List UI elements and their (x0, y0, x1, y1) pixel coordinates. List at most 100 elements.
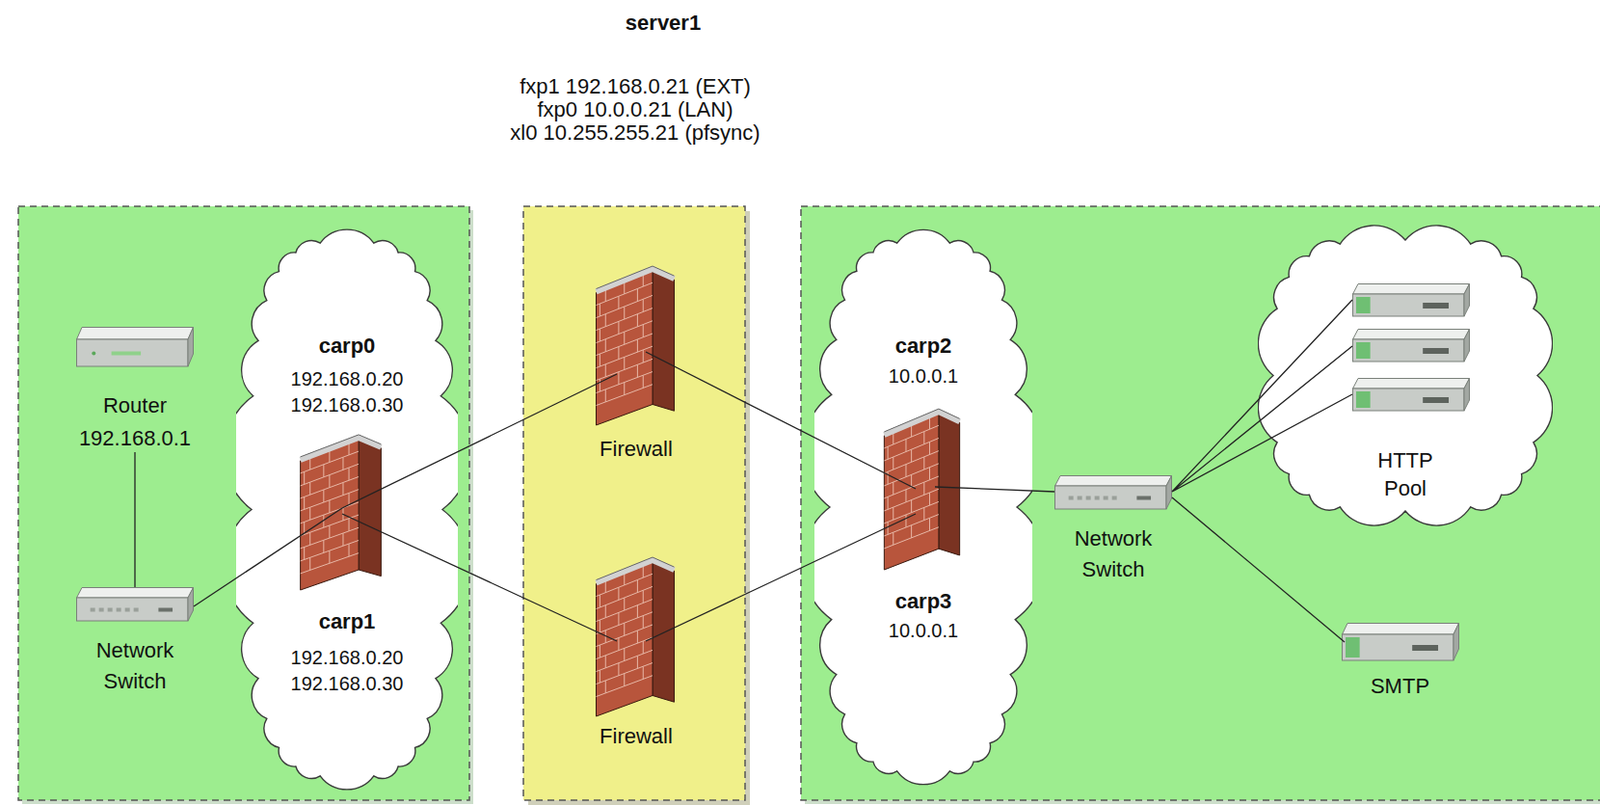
router-node: Router 192.168.0.1 (67, 322, 203, 454)
mortar-joint (599, 619, 601, 633)
device-top (77, 327, 194, 341)
interface-name: carp3 (895, 589, 953, 614)
mortar-joint (328, 500, 330, 513)
node-label: Network Switch (86, 635, 184, 697)
mortar-joint (322, 464, 324, 478)
wall-cap-edge (596, 557, 675, 581)
text-slot: HTTP Pool (1257, 446, 1553, 503)
icon-holder (591, 556, 679, 722)
wall-cap-edge (300, 434, 382, 457)
mortar-joint (309, 506, 311, 520)
server-icon (1352, 328, 1470, 363)
device-top (1055, 476, 1173, 487)
server-icon (1352, 283, 1470, 318)
device-top (1353, 329, 1470, 341)
mortar-joint (637, 364, 639, 377)
mortar-joint (642, 666, 644, 679)
icon-holder (295, 433, 386, 596)
wall-side (652, 269, 675, 411)
device-side (1166, 476, 1173, 510)
ip-address: 10.0.0.1 (888, 365, 959, 387)
node-label: Firewall (599, 724, 673, 748)
firewall-icon (295, 433, 386, 592)
device-side (187, 327, 194, 368)
mortar-joint (929, 492, 931, 506)
mortar-joint (642, 589, 644, 603)
mortar-joint (923, 507, 925, 521)
mortar-joint (348, 518, 350, 532)
wall-front (300, 438, 359, 590)
mortar-joint (599, 328, 601, 342)
mortar-joint (342, 533, 344, 546)
mortar-joint (617, 586, 619, 600)
device-side (1464, 378, 1470, 412)
mortar-joint (605, 364, 607, 377)
mortar-joint (923, 431, 925, 445)
mortar-joint (322, 514, 324, 528)
text-slot: Router (67, 394, 203, 418)
switch-node: Network Switch (1040, 472, 1186, 584)
mortar-joint (892, 506, 894, 520)
mortar-joint (303, 521, 305, 534)
text-slot: Network Switch (62, 635, 208, 697)
mortar-joint (342, 482, 344, 496)
mortar-joint (605, 314, 607, 327)
node-label: HTTP Pool (1366, 446, 1444, 503)
mortar-joint (637, 580, 639, 593)
wall-front (596, 269, 654, 426)
wall-cap (883, 411, 960, 435)
mortar-joint (905, 464, 907, 478)
wall-side (938, 412, 960, 556)
device-front (1055, 485, 1168, 509)
icon-holder (880, 407, 964, 576)
node-label: 192.168.0.1 (79, 426, 191, 451)
device-front (1342, 634, 1455, 661)
mortar-joint (342, 507, 344, 521)
text-slot: carp1 (236, 610, 458, 634)
device-side (1464, 329, 1470, 363)
text-slot: Firewall (568, 724, 704, 748)
wall-side (358, 438, 381, 577)
text-slot: fxp0 10.0.0.21 (LAN) (346, 98, 925, 122)
mortar-joint (623, 306, 625, 320)
port (1086, 496, 1092, 501)
mortar-joint (905, 439, 907, 453)
ip-address: 192.168.0.20 192.168.0.30 (284, 644, 410, 697)
mortar-joint (599, 378, 601, 392)
status-panel (1356, 296, 1371, 314)
mortar-joint (623, 331, 625, 345)
mortar-joint (892, 532, 894, 545)
mortar-joint (637, 314, 639, 327)
panel (158, 608, 173, 613)
mortar-joint (348, 467, 350, 480)
mortar-joint (303, 496, 305, 509)
switch-icon (76, 586, 194, 622)
drive-bay (1422, 302, 1449, 309)
mortar-joint (929, 467, 931, 480)
carp-cloud: carp0192.168.0.20 192.168.0.30carp1192.1… (236, 226, 458, 793)
network-link (1172, 497, 1345, 642)
mortar-joint (623, 356, 625, 370)
mortar-joint (605, 630, 607, 643)
server-icon (1341, 622, 1460, 662)
mortar-joint (599, 303, 601, 317)
mortar-joint (637, 605, 639, 618)
firewall-node: Firewall (568, 260, 704, 468)
mortar-joint (303, 546, 305, 560)
text-slot: carp2 (814, 334, 1033, 358)
text-slot: 10.0.0.1 (814, 365, 1033, 387)
status-light (91, 351, 96, 356)
mortar-joint (348, 543, 350, 557)
icon-holder (1341, 622, 1460, 666)
icon-holder (591, 265, 679, 431)
mortar-joint (617, 638, 619, 651)
wall-cap (596, 268, 675, 293)
device-top (77, 587, 194, 599)
mortar-joint (322, 489, 324, 503)
mortar-joint (309, 532, 311, 545)
node-label: Network Switch (1065, 523, 1162, 586)
cloud-shape (236, 229, 458, 790)
mortar-joint (599, 353, 601, 367)
drive-bay (1422, 397, 1449, 403)
